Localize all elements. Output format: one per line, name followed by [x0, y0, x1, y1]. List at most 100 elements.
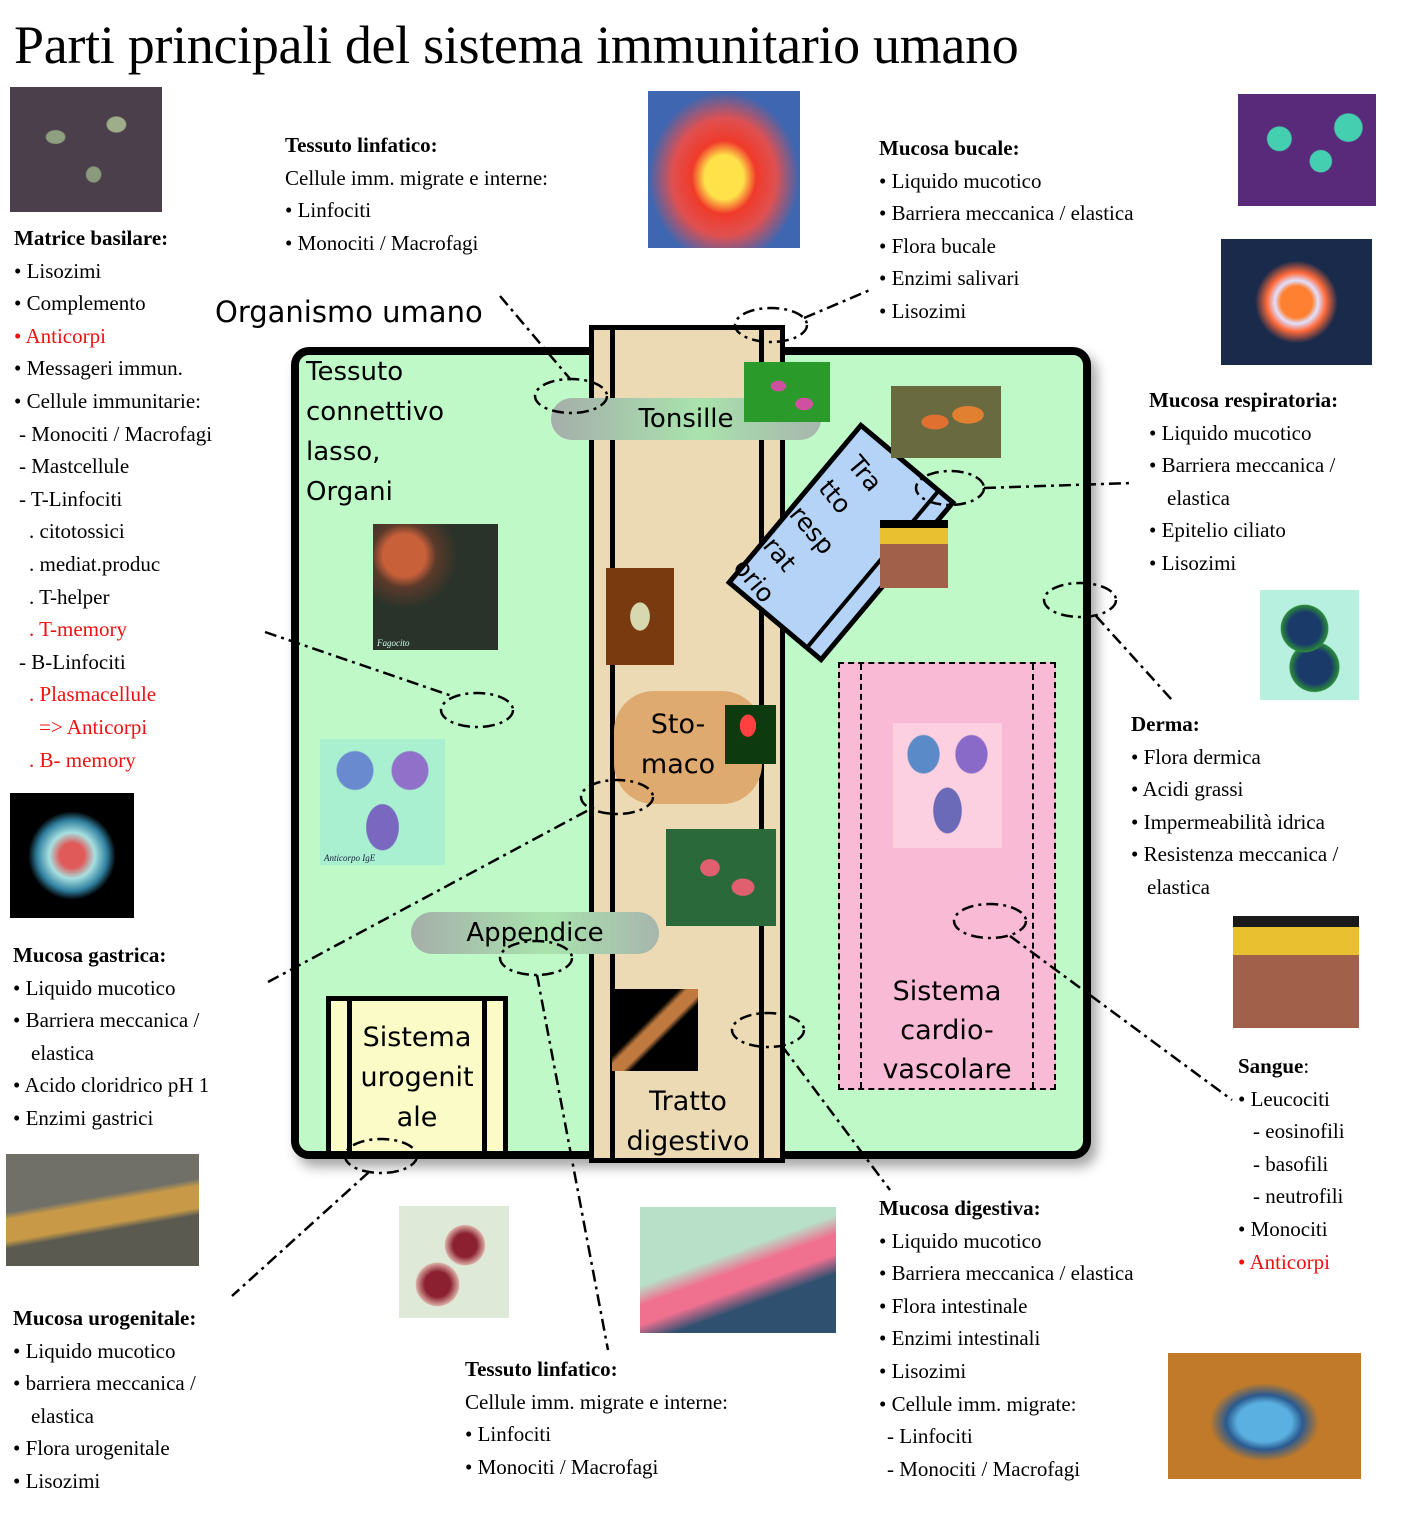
block-mucosa-bucale: Mucosa bucale: • Liquido mucotico • Barr… — [879, 132, 1134, 328]
label-line: ale — [396, 1102, 438, 1133]
block-item: . mediat.produc — [29, 551, 161, 576]
block-item: • Anticorpi — [14, 323, 106, 348]
callout-ellipse-tonsille — [533, 377, 609, 415]
virus-cross-section-photo — [1221, 239, 1372, 365]
leader-line — [231, 1171, 370, 1297]
block-item: elastica — [1147, 874, 1210, 899]
leader-line — [535, 974, 610, 1351]
leader-line — [264, 630, 456, 699]
helicobacter-photo — [725, 705, 776, 764]
antibody-caption: Anticorpo IgE — [324, 853, 376, 863]
block-item: • Lisozimi — [13, 1468, 101, 1493]
block-item: • Liquido mucotico — [879, 1228, 1042, 1253]
block-item: Cellule imm. migrate e interne: — [465, 1389, 729, 1414]
block-item: • Barriera meccanica / — [1149, 453, 1336, 478]
rod-bacteria-photo — [1168, 1353, 1361, 1479]
block-sangue: Sangue: • Leucociti- eosinofili- basofil… — [1238, 1050, 1345, 1278]
leader-line — [803, 288, 871, 320]
block-item: • Leucociti — [1238, 1086, 1330, 1111]
callout-ellipse-sangue — [952, 902, 1028, 940]
block-matrice-basilare: Matrice basilare: • Lisozimi• Complement… — [14, 222, 212, 776]
block-item: - B-Linfociti — [19, 649, 126, 674]
cardiovascular-label: Sistema cardio- vascolare — [860, 972, 1034, 1089]
block-item: . citotossici — [29, 519, 125, 544]
block-item: • Barriera meccanica / elastica — [879, 201, 1134, 226]
block-item: • Lisozimi — [1149, 550, 1237, 575]
block-heading: Mucosa digestiva: — [879, 1196, 1041, 1220]
block-item: • Flora urogenitale — [13, 1436, 170, 1461]
label-line: digestivo — [626, 1126, 750, 1157]
callout-ellipse-matrice — [439, 691, 515, 729]
label-line: Sistema — [892, 976, 1002, 1007]
block-item: • Barriera meccanica / — [13, 1008, 200, 1033]
block-item: • Flora intestinale — [879, 1293, 1028, 1318]
block-item: - Linfociti — [887, 1424, 973, 1449]
filament-bacteria-photo — [6, 1154, 199, 1266]
callout-ellipse-urogenitale — [343, 1137, 419, 1175]
callout-ellipse-gastrica — [579, 778, 655, 816]
block-item: • Acidi grassi — [1131, 777, 1244, 802]
block-item: . T-memory — [29, 617, 127, 642]
callout-ellipse-derma — [1042, 581, 1118, 619]
block-item: - Monociti / Macrofagi — [19, 421, 213, 446]
block-item: • Flora bucale — [879, 233, 996, 258]
block-item: - Monociti / Macrofagi — [887, 1456, 1081, 1481]
leader-line — [1095, 615, 1173, 701]
block-mucosa-urogenitale: Mucosa urogenitale: • Liquido mucotico •… — [13, 1302, 196, 1498]
spl-bacterium-photo — [612, 989, 698, 1071]
cocci-photo — [399, 1206, 509, 1318]
block-item: • Cellule imm. migrate: — [879, 1391, 1077, 1416]
label-line: maco — [640, 749, 716, 780]
block-item: • Complemento — [14, 291, 146, 316]
block-heading: Sangue — [1238, 1054, 1304, 1078]
block-item: elastica — [31, 1040, 94, 1065]
block-item: . T-helper — [29, 584, 110, 609]
block-item: - eosinofili — [1253, 1119, 1345, 1144]
connective-tissue-label: Tessuto connettivo lasso, Organi — [306, 352, 444, 512]
appendix-organ: Appendice — [411, 912, 659, 954]
organism-label: Organismo umano — [215, 295, 483, 329]
intestinal-villi-photo — [640, 1207, 836, 1333]
label-line: Tratto — [649, 1086, 727, 1117]
block-item: • Monociti / Macrofagi — [285, 230, 479, 255]
block-item: • Lisozimi — [879, 298, 967, 323]
tract-wall-left — [610, 330, 615, 1158]
resp-bacteria-photo — [891, 386, 1001, 458]
block-item: • Linfociti — [465, 1422, 552, 1447]
block-item: • Flora dermica — [1131, 744, 1261, 769]
label-line: Organi — [306, 477, 393, 507]
block-item: • Lisozimi — [879, 1358, 967, 1383]
block-tessuto-linfatico-top: Tessuto linfatico: Cellule imm. migrate … — [285, 129, 548, 259]
antibody-photo — [893, 723, 1002, 848]
diplococcus-photo — [1260, 590, 1359, 700]
block-item: • Barriera meccanica / elastica — [879, 1261, 1134, 1286]
block-item: • Messageri immun. — [14, 356, 183, 381]
callout-ellipse-bucale — [733, 306, 809, 344]
label-line: Sistema — [362, 1022, 472, 1053]
bacteria-colony-photo — [1233, 916, 1359, 1028]
block-item: • Lisozimi — [14, 258, 102, 283]
bacteria-photo — [10, 87, 162, 212]
label-line: Sto- — [650, 709, 706, 740]
block-item: • Acido cloridrico pH 1 — [13, 1073, 210, 1098]
callout-ellipse-appendice — [498, 939, 574, 977]
leader-line — [983, 481, 1133, 490]
block-item: elastica — [31, 1403, 94, 1428]
block-item: • Monociti — [1238, 1216, 1328, 1241]
block-item: - basofili — [1253, 1151, 1329, 1176]
block-item: • Liquido mucotico — [13, 1338, 176, 1363]
block-mucosa-digestiva: Mucosa digestiva: • Liquido mucotico • B… — [879, 1192, 1134, 1485]
block-heading: Tessuto linfatico: — [285, 133, 438, 157]
block-item: elastica — [1167, 485, 1230, 510]
antibody-igE-photo: Anticorpo IgE — [320, 739, 445, 865]
block-item: • Resistenza meccanica / — [1131, 842, 1339, 867]
block-item: - Mastcellule — [19, 454, 130, 479]
ciliated-epithelium-photo — [880, 520, 948, 588]
page-title: Parti principali del sistema immunitario… — [14, 15, 1019, 75]
block-item: • Epitelio ciliato — [1149, 518, 1286, 543]
block-item: • Anticorpi — [1238, 1249, 1330, 1274]
urogenital-label: Sistema urogenit ale — [350, 1018, 484, 1138]
leader-line — [781, 1045, 891, 1191]
block-item: • Enzimi intestinali — [879, 1326, 1041, 1351]
system-wall-left — [347, 1001, 352, 1151]
